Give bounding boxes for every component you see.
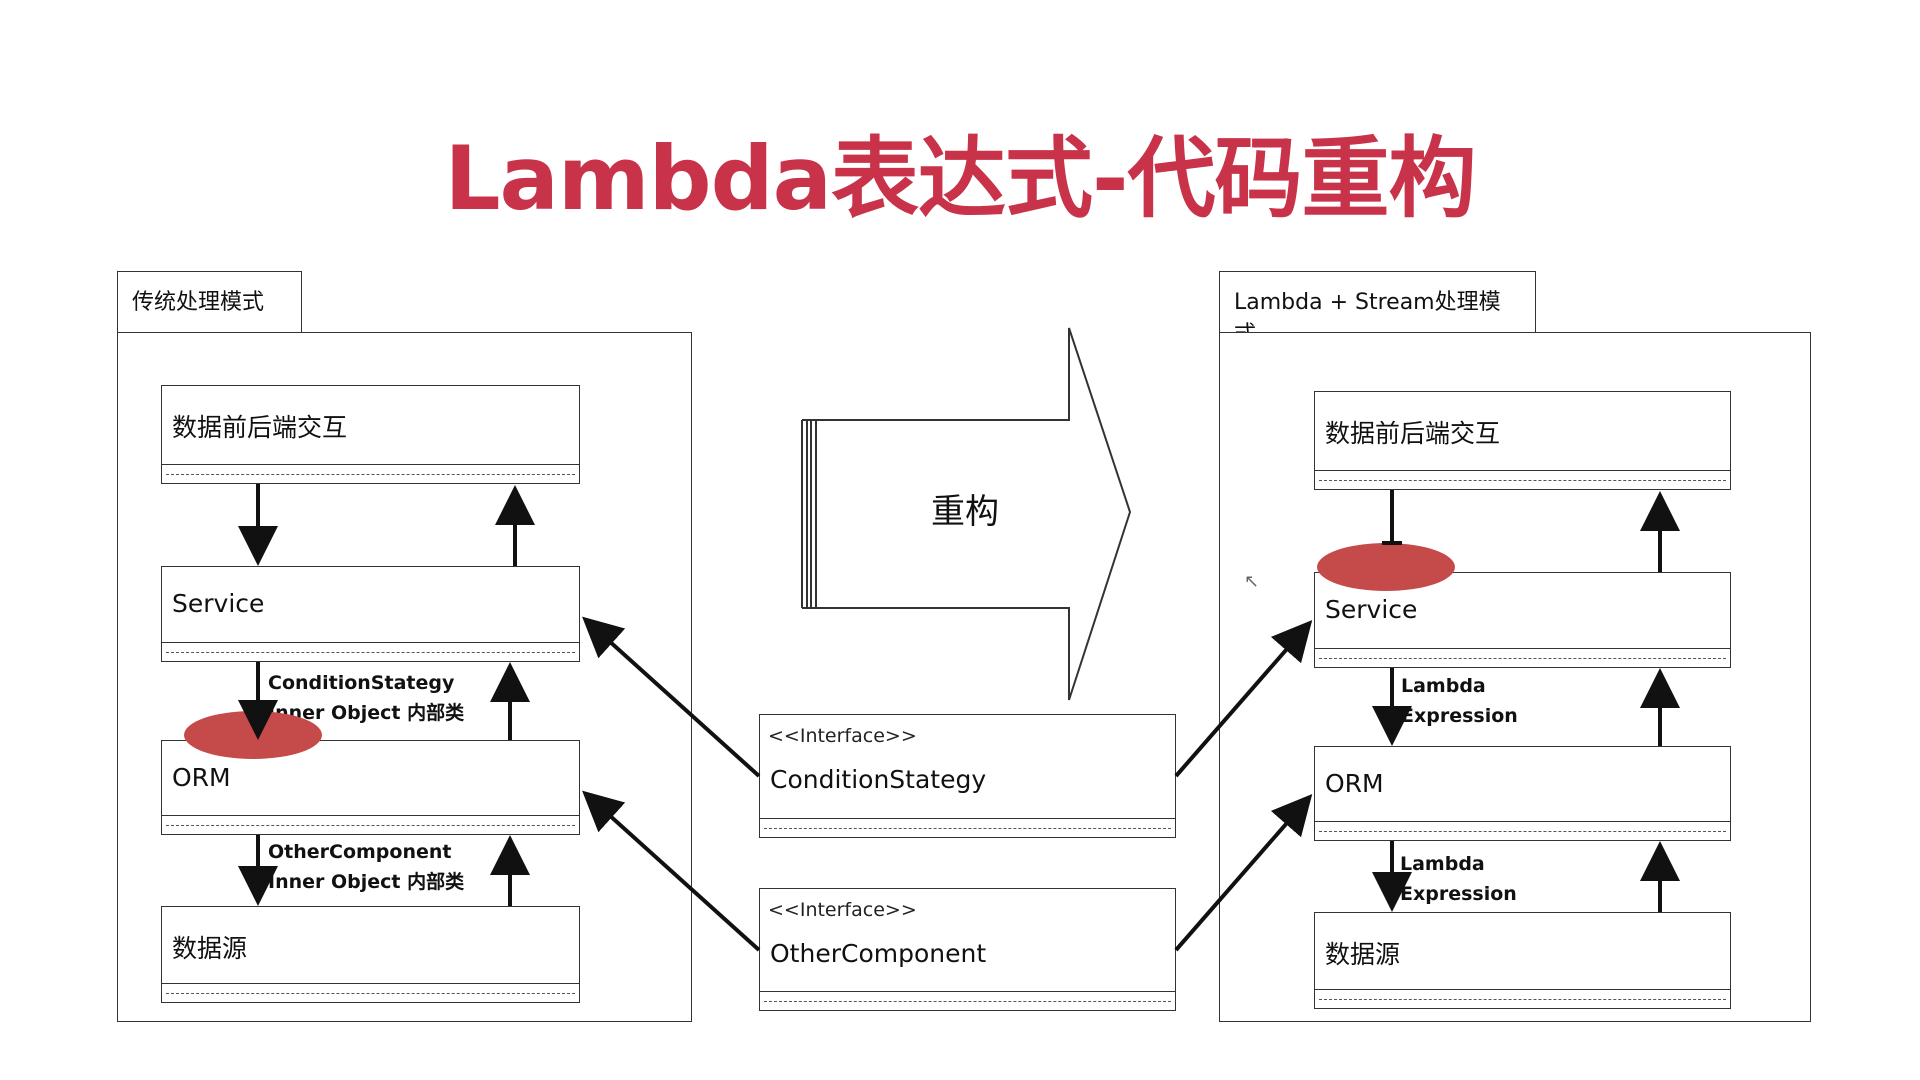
left-package-label: 传统处理模式 [132, 290, 265, 315]
right-note-lambda-2-line2: Expression [1400, 883, 1517, 905]
left-note-condition: ConditionStategy Inner Object 内部类 [268, 668, 464, 728]
left-note-other-line2: Inner Object 内部类 [268, 871, 465, 893]
right-box-datasource: 数据源 [1314, 912, 1731, 1009]
interface-condition-name: ConditionStategy [770, 765, 987, 794]
arrow-condition-to-right-service [1174, 619, 1313, 778]
left-note-other-line1: OtherComponent [268, 841, 452, 863]
interface-other-stereotype: <<Interface>> [768, 899, 917, 921]
left-box-service: Service [161, 566, 580, 662]
right-note-lambda-2-line1: Lambda [1400, 853, 1485, 875]
refactor-arrow-label: 重构 [931, 492, 999, 532]
left-box-service-label: Service [172, 589, 265, 618]
right-box-service-label: Service [1325, 595, 1418, 624]
right-box-orm-label: ORM [1325, 769, 1384, 798]
right-note-lambda-1-line2: Expression [1401, 705, 1518, 727]
mouse-cursor-icon: ↖ [1244, 571, 1260, 592]
left-package-tab: 传统处理模式 [117, 271, 302, 333]
left-box-datasource: 数据源 [161, 906, 580, 1003]
right-note-lambda-1-line1: Lambda [1401, 675, 1486, 697]
interface-condition-stategy: <<Interface>> ConditionStategy [759, 714, 1176, 838]
interface-other-component: <<Interface>> OtherComponent [759, 888, 1176, 1011]
right-note-lambda-2: Lambda Expression [1400, 849, 1517, 909]
refactor-arrow [801, 327, 1132, 701]
right-box-frontend-label: 数据前后端交互 [1325, 419, 1501, 448]
slide-title: Lambda表达式-代码重构 [444, 127, 1476, 230]
arrow-other-to-left-orm [582, 790, 761, 952]
right-box-frontend: 数据前后端交互 [1314, 391, 1731, 490]
arrow-other-to-right-orm [1174, 793, 1313, 952]
interface-condition-stereotype: <<Interface>> [768, 725, 917, 747]
left-box-orm-label: ORM [172, 763, 231, 792]
right-note-lambda-1: Lambda Expression [1401, 671, 1518, 731]
right-box-orm: ORM [1314, 746, 1731, 841]
left-note-condition-line1: ConditionStategy [268, 672, 455, 694]
left-box-frontend-label: 数据前后端交互 [172, 413, 348, 442]
right-box-datasource-label: 数据源 [1325, 940, 1401, 969]
left-box-frontend: 数据前后端交互 [161, 385, 580, 484]
left-box-datasource-label: 数据源 [172, 934, 248, 963]
arrow-condition-to-left-service [582, 616, 761, 778]
right-highlight-blob [1317, 543, 1455, 591]
left-note-other: OtherComponent Inner Object 内部类 [268, 837, 464, 897]
left-note-condition-line2: Inner Object 内部类 [268, 702, 465, 724]
interface-other-name: OtherComponent [770, 939, 987, 968]
